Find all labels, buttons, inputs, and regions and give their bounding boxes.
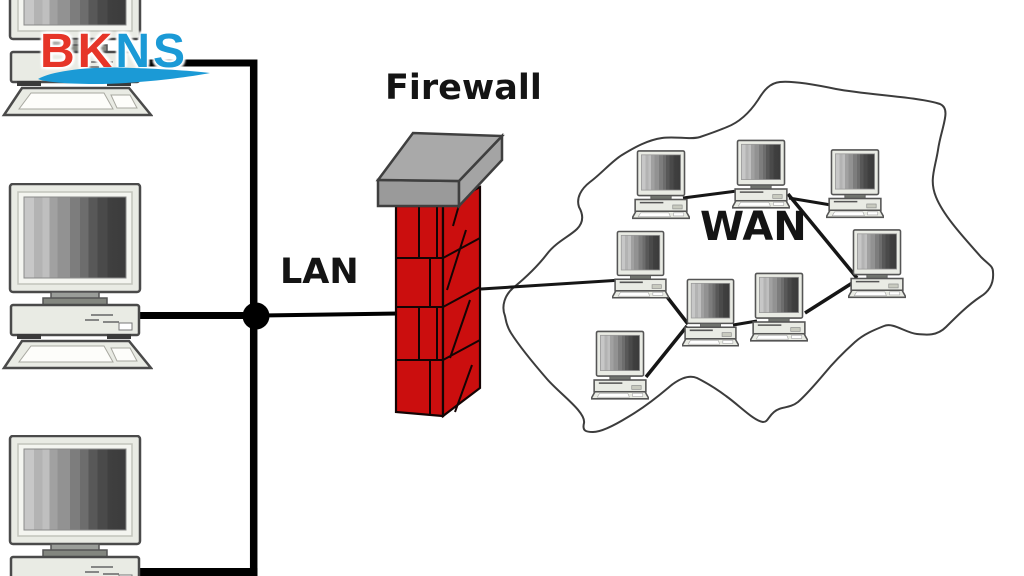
wan-link: [786, 192, 859, 280]
lan-label: LAN: [280, 252, 359, 292]
wan-computer-icon: [750, 272, 808, 342]
lan-computer-icon: [2, 435, 153, 576]
wan-computer-icon: [612, 230, 669, 299]
lan-cables: [138, 59, 399, 576]
firewall-to-wan-line: [480, 278, 623, 291]
wan-computer-icon: [848, 229, 906, 299]
firewall-wall: [375, 131, 505, 419]
wan-computer-icon: [632, 150, 690, 220]
wan-computer-icon: [682, 278, 739, 347]
wan-link: [788, 196, 832, 207]
lan-computer-icon: [2, 183, 153, 370]
firewall-brick-joints: [396, 197, 481, 414]
wan-computer-icon: [591, 330, 649, 400]
wan-computer-icon: [732, 139, 790, 209]
firewall-side-face: [441, 185, 482, 419]
wan-link: [804, 278, 858, 315]
logo-text-blue: NS: [115, 25, 189, 78]
firewall-cap-front: [376, 178, 461, 208]
wan-label: WAN: [700, 204, 807, 250]
bkns-logo: BKNS: [38, 25, 230, 90]
wan-cloud: [502, 80, 995, 433]
firewall-cap-top: [375, 131, 505, 183]
lan-to-firewall-line: [261, 311, 399, 318]
wan-links: [480, 189, 859, 379]
wan-link: [644, 324, 689, 379]
logo-swoosh-icon: [38, 67, 210, 84]
firewall-label: Firewall: [385, 68, 542, 108]
logo-text-red: BK: [40, 25, 116, 78]
wan-link: [682, 189, 738, 200]
wan-computer-icon: [826, 149, 884, 219]
lan-junction-dot: [242, 302, 270, 330]
